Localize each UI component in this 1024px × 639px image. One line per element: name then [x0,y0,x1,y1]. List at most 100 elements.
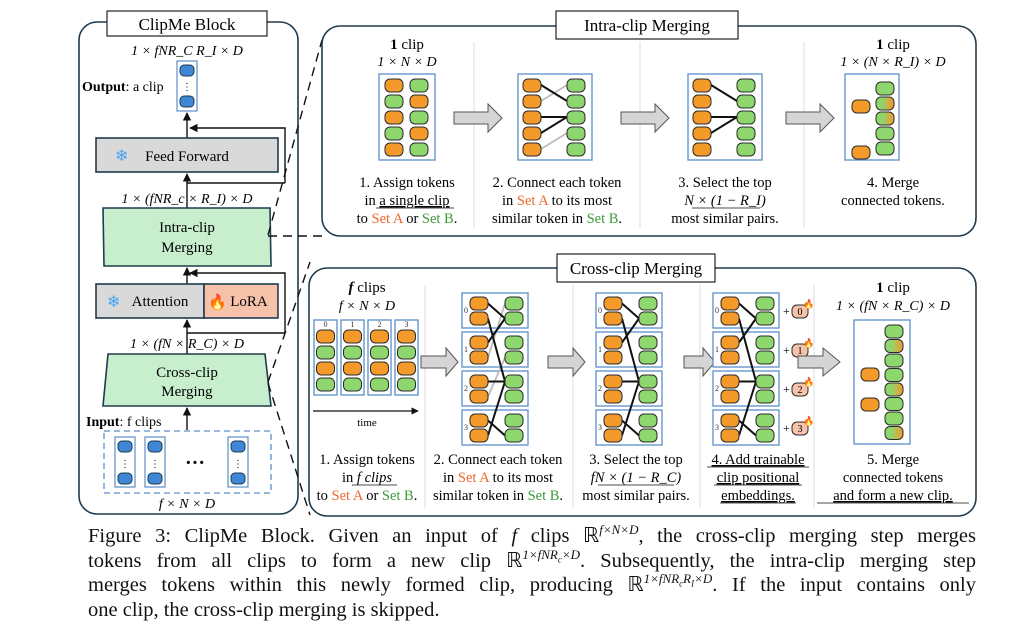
plus-sign: + [783,421,790,435]
set-b-token [755,296,775,311]
zoom-connectors [267,39,323,516]
input-vdots: ⋮ [120,459,130,470]
set-b-token [566,78,586,93]
intra-s2-text: 2. Connect each token [493,175,623,191]
clip-index: 2 [464,384,468,393]
intra-s1-dim: 1 × N × D [377,55,436,70]
input-clips: ⋮⋮⋮ [114,436,249,488]
intra-s3-text: 3. Select the top [678,175,771,191]
token [409,142,429,157]
set-a-token [469,311,489,326]
token [370,361,389,376]
similarity-edge [540,116,568,134]
set-b-token [755,335,775,350]
merged-token [884,382,904,397]
clip-index: 2 [378,320,382,329]
token [409,78,429,93]
plus-sign: + [783,343,790,357]
set-b-token [638,374,658,389]
cross-s1-text: 1. Assign tokens [319,452,415,468]
fire-icon: 🔥 [803,415,814,426]
fire-icon: 🔥 [803,376,814,387]
set-a-token [860,397,880,412]
set-a-token [522,126,542,141]
fire-icon: 🔥 [803,298,814,309]
similarity-edge [487,381,506,436]
intra-s2-text: similar token in Set B. [492,211,622,227]
set-b-token [755,389,775,404]
set-b-token [504,389,524,404]
merged-token [884,368,904,382]
token [397,345,416,360]
merged-token [884,339,904,353]
set-a-token [469,413,489,428]
similarity-edge [487,419,506,437]
step-arrow-icon [420,346,459,378]
intra-s4-text: 4. Merge [867,175,919,191]
cross-title: Cross-clip Merging [570,259,703,278]
set-a-token [720,335,740,350]
embedding-index: 3 [798,424,803,435]
set-b-token [504,296,524,311]
set-a-token [692,94,712,109]
token [316,329,335,344]
set-b-token [638,311,658,326]
clip-positional-embedding [791,304,809,319]
cross-s2-text: 2. Connect each token [434,452,564,468]
token [409,110,429,125]
token [384,142,404,157]
set-a-token [720,311,740,326]
merged-token [875,81,895,96]
step-arrow-icon [620,102,670,134]
cross-s4-text: embeddings. [721,488,795,504]
plus-sign: + [783,304,790,318]
merged-token [875,141,895,156]
set-a-token [851,145,871,160]
set-b-token [638,296,658,311]
merged-token [875,126,895,141]
intra-s1-text: to Set A or Set B. [357,211,458,227]
attention-label: Attention [132,294,189,310]
intra-s4-header: 1 clip [876,37,910,53]
block-title-box [106,10,268,37]
clip-index: 1 [598,345,602,354]
clip-index: 0 [324,320,328,329]
set-b-token [566,110,586,125]
set-b-token [755,374,775,389]
similarity-edge [487,357,506,397]
similarity-edge [710,116,738,134]
clip-index: 3 [598,423,602,432]
set-a-token [720,374,740,389]
step-arrow-icon [453,102,503,134]
step-arrow-icon [683,346,716,378]
clip-index: 3 [405,320,409,329]
similarity-edge [621,302,640,320]
cross-s1-text: in f clips [342,470,392,486]
similarity-edge [738,419,757,437]
token [384,78,404,93]
token [316,361,335,376]
token [409,94,429,109]
clip-index: 0 [464,306,468,315]
intra-title-box [555,10,739,40]
input-token [117,472,133,485]
similarity-edge [487,317,506,344]
similarity-edge [738,317,757,344]
token [384,126,404,141]
input-token [117,440,133,453]
lora-block [203,283,279,319]
input-token [230,440,246,453]
similarity-edge [738,381,757,436]
intra-s4-text: connected tokens. [841,193,945,209]
set-a-token [469,389,489,404]
set-a-token [860,367,880,382]
token [409,126,429,141]
set-a-token [720,413,740,428]
similarity-edge [738,318,757,382]
set-a-token [469,350,489,365]
set-b-token [504,335,524,350]
set-b-token [736,126,756,141]
merged-token [884,397,904,411]
output-label: Output: a clip [82,80,164,95]
